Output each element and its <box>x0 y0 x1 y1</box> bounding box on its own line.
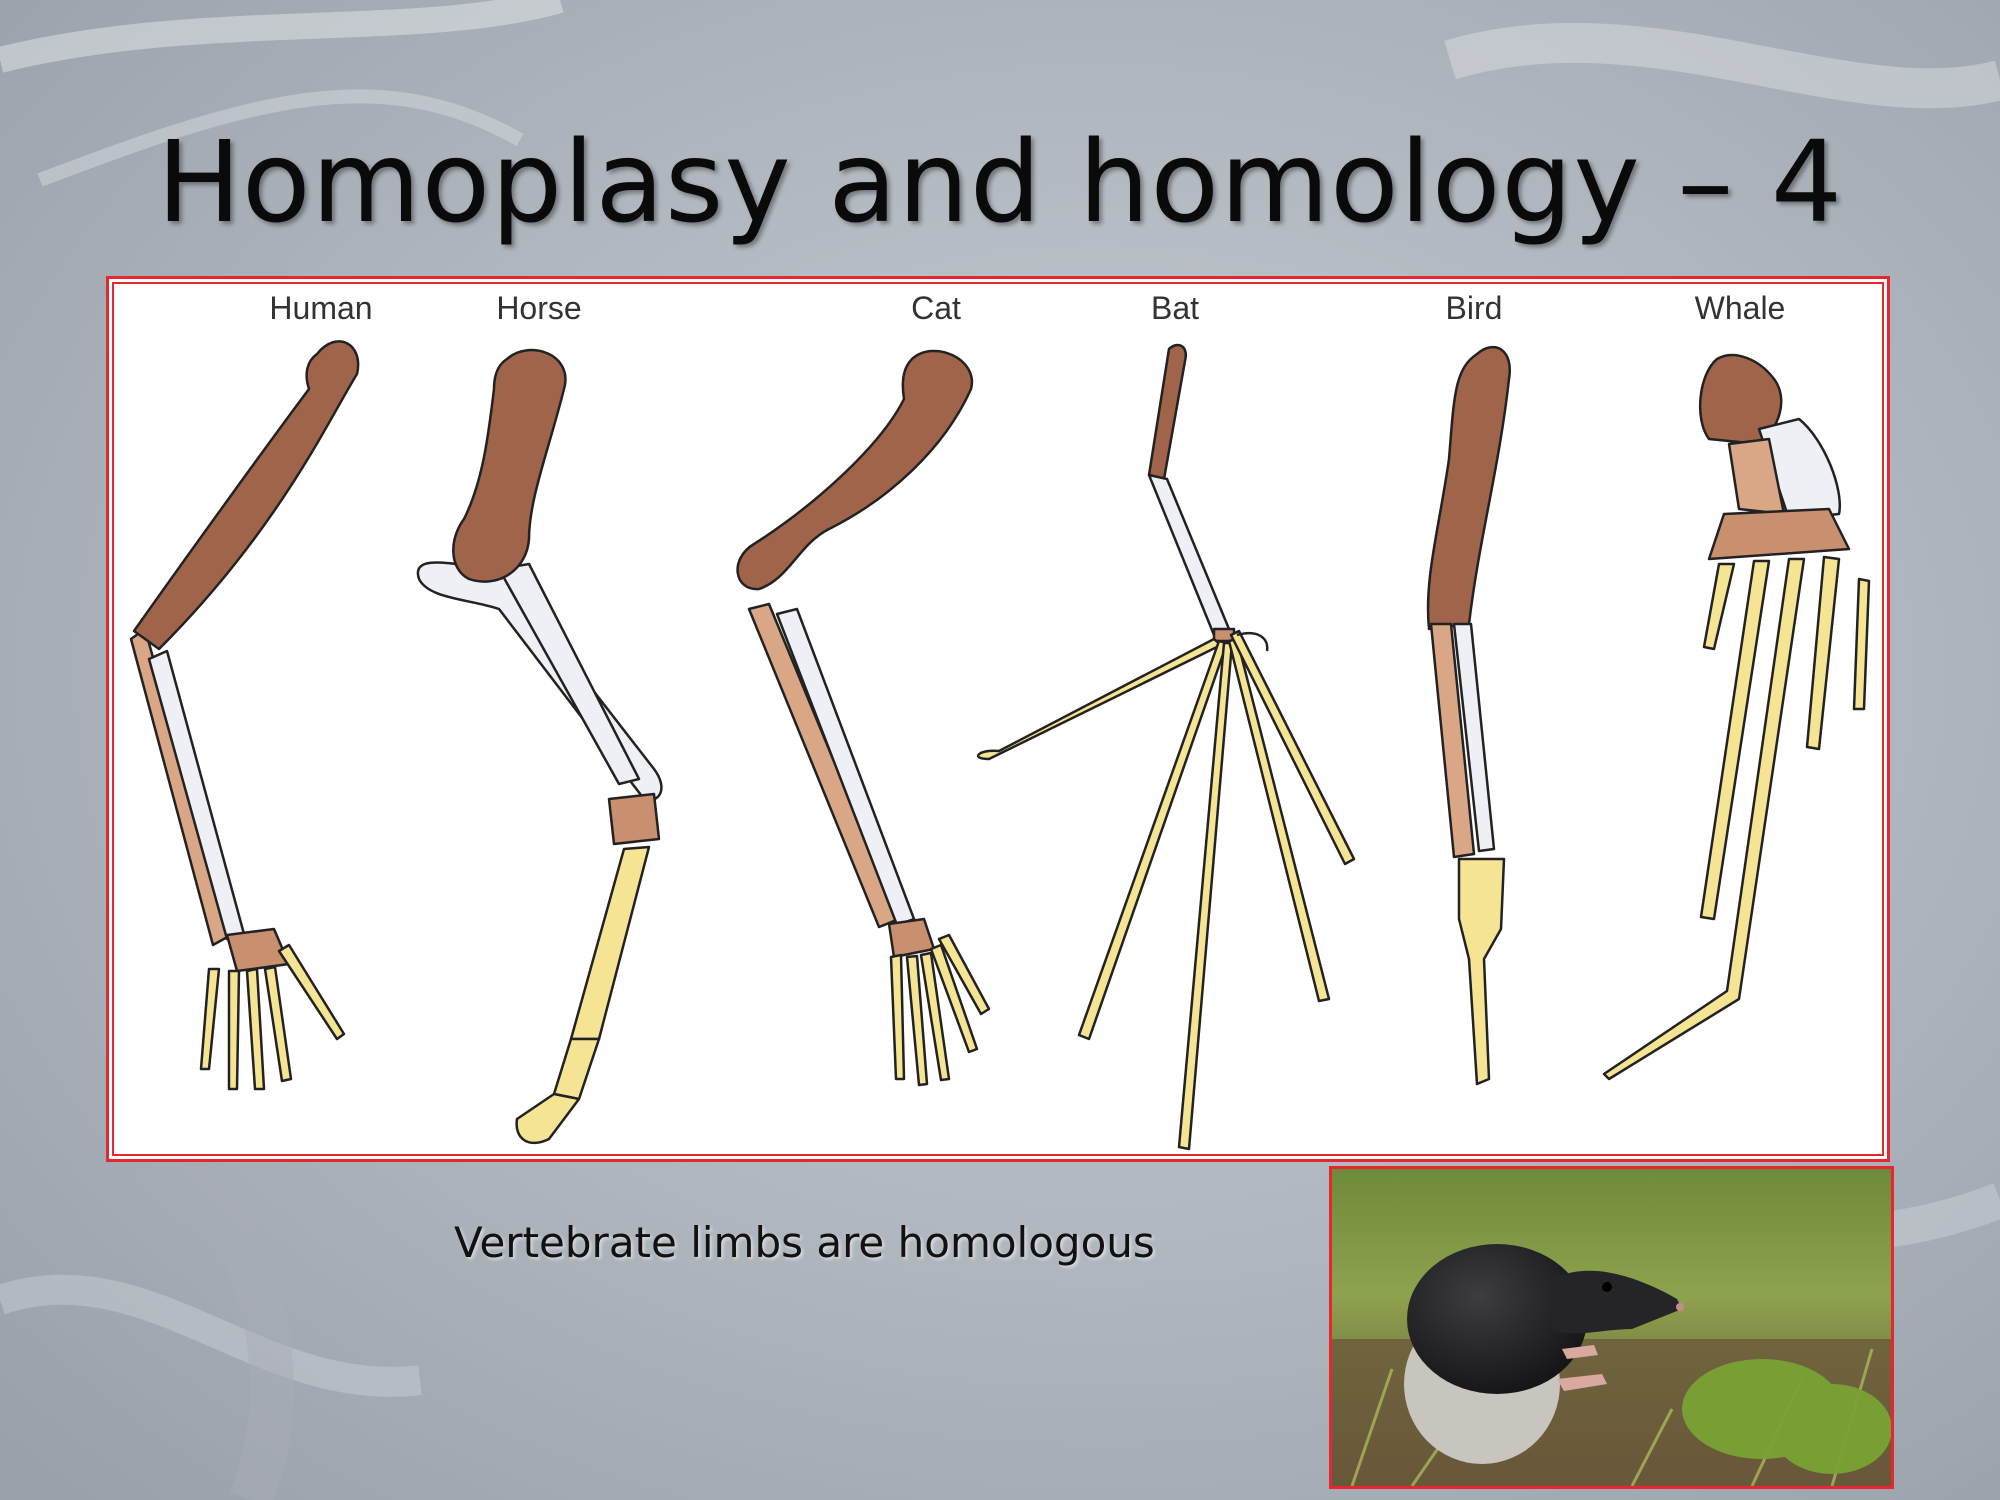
shrew <box>1404 1244 1684 1464</box>
bat-limb <box>976 343 1356 1151</box>
label-bat: Bat <box>1151 290 1199 326</box>
bird-limb <box>1426 345 1512 1086</box>
horse-limb <box>416 348 663 1145</box>
shrew-photo <box>1329 1166 1894 1489</box>
slide-caption: Vertebrate limbs are homologous <box>454 1218 1155 1267</box>
label-human: Human <box>269 290 372 326</box>
human-limb <box>129 340 360 1091</box>
label-whale: Whale <box>1695 290 1786 326</box>
label-cat: Cat <box>911 290 961 326</box>
label-horse: Horse <box>496 290 581 326</box>
moss-clump <box>1682 1359 1891 1474</box>
limb-diagram: Human Horse Cat Bat Bird Whale <box>106 276 1890 1162</box>
slide-title: Homoplasy and homology – 4 <box>156 118 1844 248</box>
cat-limb <box>736 349 991 1087</box>
label-bird: Bird <box>1446 290 1503 326</box>
whale-limb <box>1602 353 1871 1081</box>
